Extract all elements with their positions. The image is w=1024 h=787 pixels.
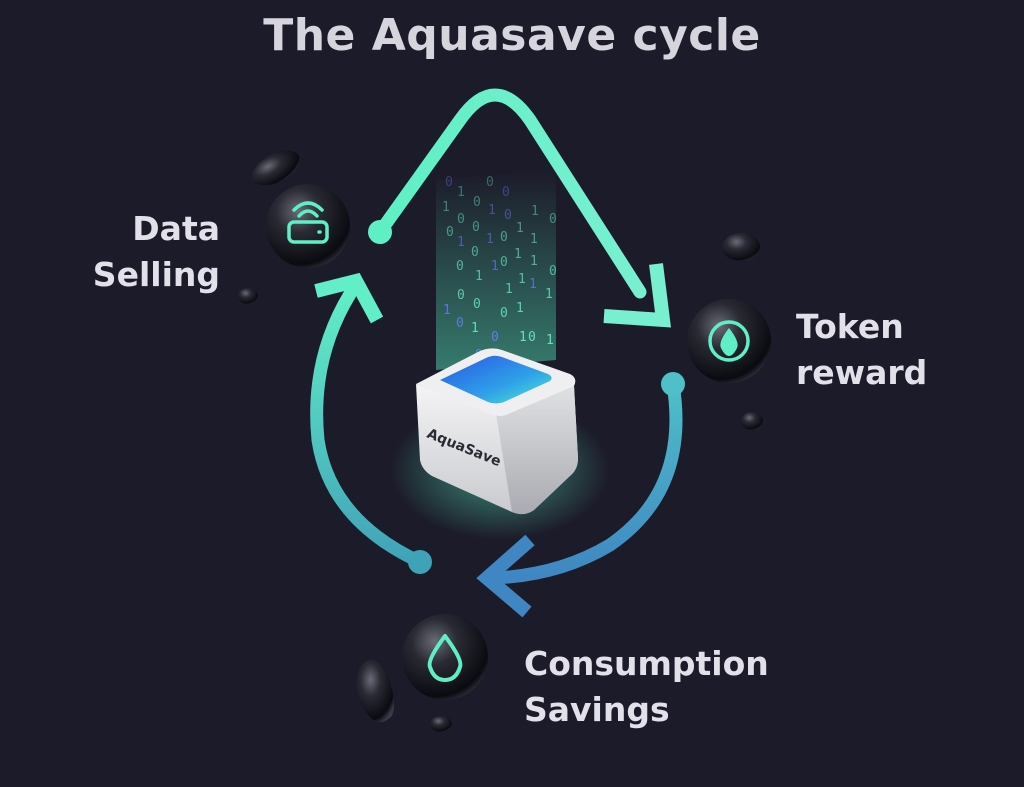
binary-digit: 1 xyxy=(514,247,522,262)
page-title: The Aquasave cycle xyxy=(263,10,761,61)
binary-digit: 1 xyxy=(486,232,494,247)
binary-digit: 0 xyxy=(549,264,557,279)
binary-digit: 1 xyxy=(505,282,513,297)
binary-digit: 1 xyxy=(545,287,553,302)
data-beam xyxy=(436,170,556,370)
binary-digit: 1 xyxy=(519,330,527,345)
stage-label-line: Data xyxy=(132,209,220,248)
binary-digit: 1 xyxy=(516,301,524,316)
stage-label-line: Consumption xyxy=(524,644,769,683)
stage-label-line: Selling xyxy=(92,255,220,294)
binary-digit: 0 xyxy=(502,185,510,200)
binary-digit: 1 xyxy=(442,200,450,215)
binary-digit: 0 xyxy=(471,245,479,260)
binary-digit: 0 xyxy=(445,175,453,190)
binary-digit: 0 xyxy=(486,175,494,190)
binary-digit: 1 xyxy=(530,254,538,269)
drop-coin-icon xyxy=(708,320,750,362)
stage-label-line: reward xyxy=(796,353,928,392)
arrow-data-to-token xyxy=(368,88,671,328)
binary-digit: 1 xyxy=(457,235,465,250)
node-data-selling xyxy=(266,184,350,268)
binary-digit: 1 xyxy=(518,272,526,287)
binary-digit: 0 xyxy=(473,195,481,210)
stage-label-line: Token xyxy=(796,307,904,346)
binary-digit: 0 xyxy=(491,330,499,345)
binary-digit: 0 xyxy=(504,208,512,223)
binary-digit: 1 xyxy=(488,203,496,218)
stage-label-line: Savings xyxy=(524,690,670,729)
node-consumption-savings xyxy=(402,614,488,700)
binary-digit: 0 xyxy=(473,297,481,312)
arrow-consumption-to-data xyxy=(310,272,432,574)
binary-digit: 0 xyxy=(500,230,508,245)
binary-digit: 0 xyxy=(549,212,557,227)
node-token-reward xyxy=(687,299,771,383)
aquasave-device: AquaSave xyxy=(416,348,578,515)
binary-digit: 0 xyxy=(472,220,480,235)
binary-digit: 1 xyxy=(546,333,554,348)
stage-label-consumption-savings: Consumption Savings xyxy=(524,641,824,733)
router-wifi-icon xyxy=(287,201,329,244)
binary-digit: 0 xyxy=(457,288,465,303)
binary-digit: 0 xyxy=(456,316,464,331)
binary-digit: 1 xyxy=(529,277,537,292)
binary-digit: 1 xyxy=(531,204,539,219)
binary-digit: 0 xyxy=(500,306,508,321)
decorative-droplets xyxy=(238,150,763,732)
binary-digits: 0101101000000101001110000010111111111000… xyxy=(442,175,557,363)
binary-digit: 0 xyxy=(446,225,454,240)
binary-digit: 1 xyxy=(457,185,465,200)
binary-digit: 1 xyxy=(471,321,479,336)
stage-label-token-reward: Token reward xyxy=(796,304,996,396)
stage-label-data-selling: Data Selling xyxy=(60,206,220,298)
water-drop-icon xyxy=(427,634,463,682)
arrow-token-to-consumption xyxy=(476,372,685,618)
binary-digit: 0 xyxy=(500,255,508,270)
binary-digit: 1 xyxy=(491,259,499,274)
binary-digit: 0 xyxy=(528,330,536,345)
binary-digit: 1 xyxy=(443,303,451,318)
binary-digit: 1 xyxy=(475,269,483,284)
binary-digit: 1 xyxy=(516,221,524,236)
binary-digit: 0 xyxy=(457,212,465,227)
binary-digit: 0 xyxy=(456,259,464,274)
binary-digit: 1 xyxy=(530,232,538,247)
